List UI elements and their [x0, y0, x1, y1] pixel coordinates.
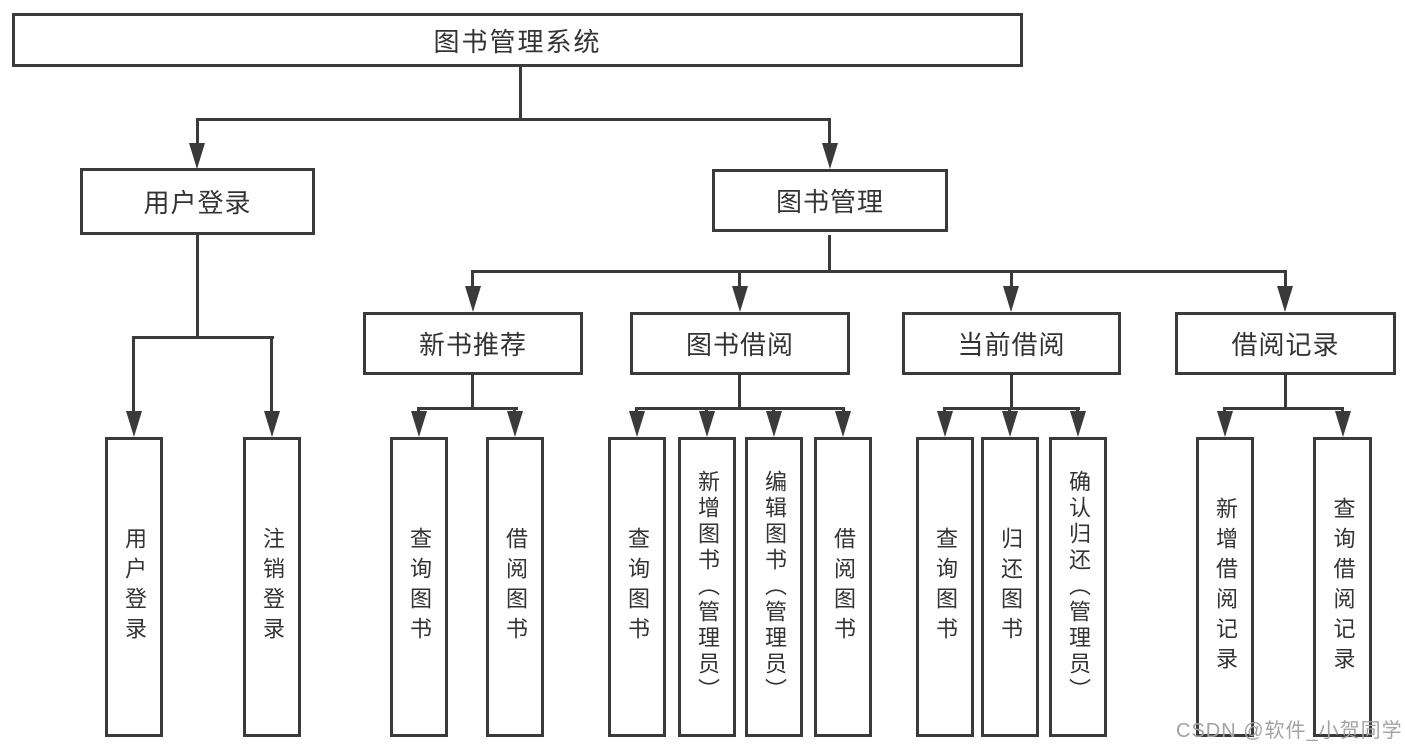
- leaf-logout-label: 注销登录: [260, 527, 285, 647]
- leaf-nbr-borrow-books: 借阅图书: [486, 437, 544, 737]
- connector-stem-book-borrowing: [738, 270, 741, 288]
- csdn-watermark: CSDN @软件_小贺同学: [1176, 720, 1403, 742]
- leaf-bb-query-books: 查询图书: [608, 437, 666, 737]
- leaf-logout: 注销登录: [243, 437, 301, 737]
- arrowhead-br-query: [1335, 411, 1351, 437]
- arrowhead-bb-edit: [766, 411, 782, 437]
- leaf-bb-add-books-admin-label: 新增图书（管理员）: [695, 470, 720, 704]
- connector-bb-vline: [738, 375, 741, 407]
- connector-user-login-hline: [132, 336, 274, 339]
- arrowhead-bb-query: [629, 411, 645, 437]
- connector-stem-current-borrowing: [1010, 270, 1013, 288]
- arrowhead-cb-return: [1002, 411, 1018, 437]
- leaf-bb-edit-books-admin-label: 编辑图书（管理员）: [762, 470, 787, 704]
- leaf-bb-borrow-books-label: 借阅图书: [831, 527, 856, 647]
- arrowhead-book-borrowing: [732, 286, 748, 312]
- connector-br-vline: [1284, 375, 1287, 407]
- node-book-borrowing-label: 图书借阅: [685, 330, 794, 360]
- leaf-br-add-record: 新增借阅记录: [1196, 437, 1254, 737]
- node-book-management-label: 图书管理: [775, 187, 884, 217]
- leaf-cb-confirm-return-admin-label: 确认归还（管理员）: [1066, 470, 1091, 704]
- connector-stem-logout-leaf: [270, 336, 273, 412]
- leaf-bb-edit-books-admin: 编辑图书（管理员）: [745, 437, 803, 737]
- connector-stem-borrowing-records: [1284, 270, 1287, 288]
- arrowhead-bb-borrow: [835, 411, 851, 437]
- arrowhead-nbr-query: [411, 411, 427, 437]
- arrowhead-borrowing-records: [1277, 286, 1293, 312]
- leaf-cb-query-books: 查询图书: [916, 437, 974, 737]
- leaf-nbr-borrow-books-label: 借阅图书: [503, 527, 528, 647]
- node-book-management: 图书管理: [712, 169, 948, 232]
- connector-stem-login-leaf: [132, 336, 135, 412]
- node-current-borrowing-label: 当前借阅: [957, 330, 1066, 360]
- node-new-book-recommend-label: 新书推荐: [418, 330, 527, 360]
- leaf-cb-query-books-label: 查询图书: [933, 527, 958, 647]
- connector-stem-book-management: [828, 118, 831, 144]
- leaf-cb-return-books: 归还图书: [981, 437, 1039, 737]
- leaf-cb-confirm-return-admin: 确认归还（管理员）: [1049, 437, 1107, 737]
- leaf-nbr-query-books-label: 查询图书: [407, 527, 432, 647]
- arrowhead-current-borrowing: [1003, 286, 1019, 312]
- node-book-borrowing: 图书借阅: [630, 312, 850, 375]
- arrowhead-bb-add: [699, 411, 715, 437]
- connector-root-hline: [196, 118, 831, 121]
- connector-nbr-vline: [471, 375, 474, 407]
- connector-stem-new-book-recommend: [471, 270, 474, 288]
- node-user-login: 用户登录: [80, 168, 315, 235]
- arrowhead-user-login: [189, 143, 205, 169]
- connector-book-management-vline: [828, 235, 831, 270]
- arrowhead-cb-confirm: [1070, 411, 1086, 437]
- leaf-cb-return-books-label: 归还图书: [998, 527, 1023, 647]
- connector-root-vline: [519, 67, 522, 120]
- leaf-br-query-record: 查询借阅记录: [1313, 437, 1372, 737]
- arrowhead-logout-leaf: [264, 411, 280, 437]
- arrowhead-book-management: [822, 143, 838, 169]
- connector-nbr-hline: [417, 407, 518, 410]
- arrowhead-login-leaf: [126, 411, 142, 437]
- arrowhead-nbr-borrow: [507, 411, 523, 437]
- node-user-login-label: 用户登录: [143, 188, 252, 218]
- connector-cb-vline: [1010, 375, 1013, 407]
- leaf-br-query-record-label: 查询借阅记录: [1330, 497, 1356, 677]
- connector-user-login-vline: [196, 235, 199, 336]
- node-root-label: 图书管理系统: [433, 26, 602, 57]
- leaf-bb-add-books-admin: 新增图书（管理员）: [678, 437, 736, 737]
- node-root: 图书管理系统: [12, 13, 1023, 67]
- connector-book-management-hline: [471, 270, 1287, 273]
- node-borrowing-records-label: 借阅记录: [1231, 330, 1340, 360]
- node-borrowing-records: 借阅记录: [1175, 312, 1396, 375]
- arrowhead-new-book-recommend: [465, 286, 481, 312]
- arrowhead-cb-query: [937, 411, 953, 437]
- node-new-book-recommend: 新书推荐: [363, 312, 583, 375]
- connector-bb-hline: [635, 407, 845, 410]
- leaf-user-login-label: 用户登录: [122, 527, 147, 647]
- leaf-nbr-query-books: 查询图书: [390, 437, 448, 737]
- leaf-bb-borrow-books: 借阅图书: [814, 437, 872, 737]
- connector-br-hline: [1223, 407, 1344, 410]
- connector-cb-hline: [943, 407, 1080, 410]
- leaf-user-login: 用户登录: [105, 437, 163, 737]
- leaf-br-add-record-label: 新增借阅记录: [1213, 497, 1238, 677]
- connector-stem-user-login: [196, 118, 199, 144]
- leaf-bb-query-books-label: 查询图书: [625, 527, 650, 647]
- node-current-borrowing: 当前借阅: [902, 312, 1121, 375]
- arrowhead-br-add: [1217, 411, 1233, 437]
